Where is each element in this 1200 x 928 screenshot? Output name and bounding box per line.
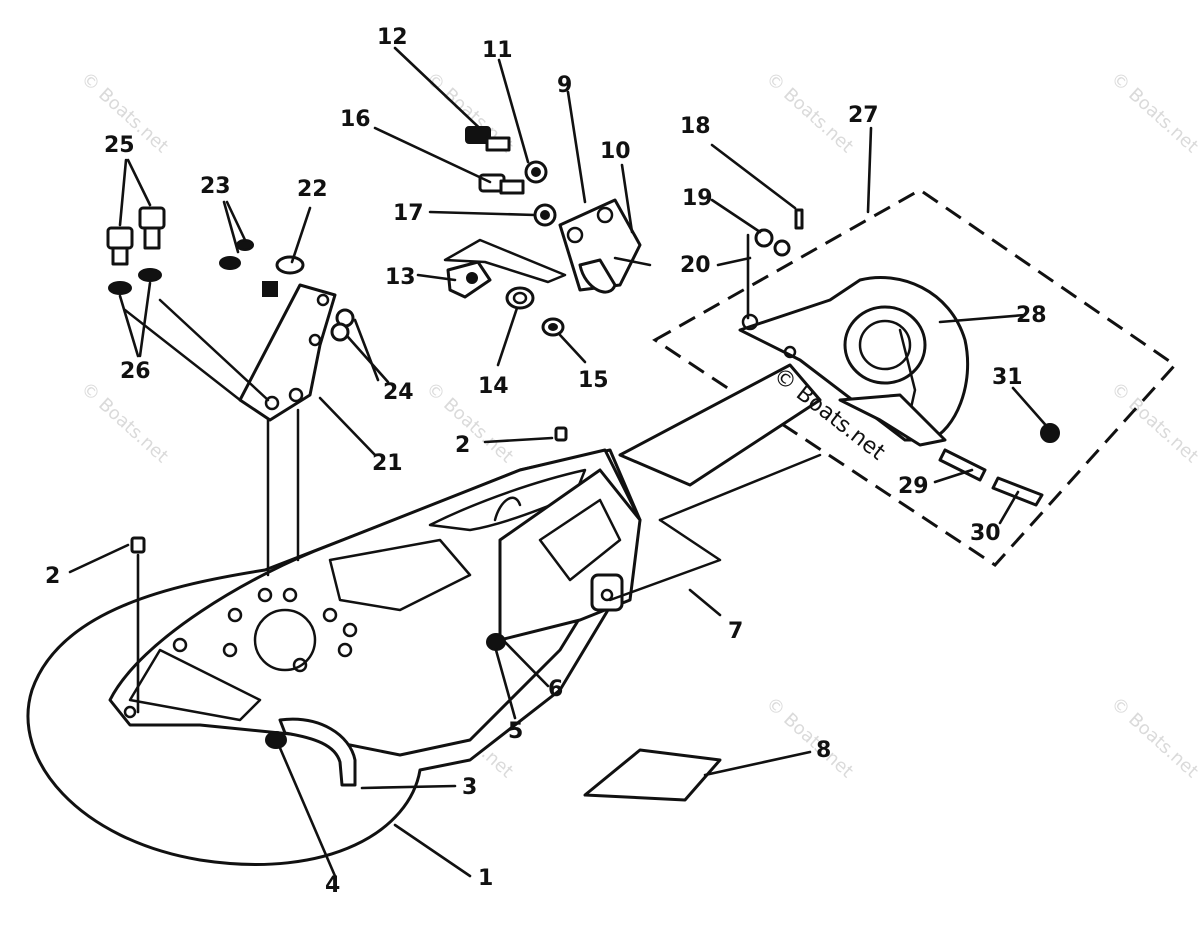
- bushing-spacer-group: [446, 260, 565, 337]
- decal-plate-part: [583, 748, 722, 802]
- callout-2: 2: [45, 564, 60, 589]
- callout-19: 19: [682, 186, 713, 211]
- watermark: © Boats.net: [1107, 693, 1200, 782]
- bracket-part: [123, 283, 337, 577]
- callout-29: 29: [898, 474, 929, 499]
- pin-screw-group: [754, 208, 804, 257]
- callout-28: 28: [1016, 303, 1047, 328]
- callout-5: 5: [508, 719, 523, 744]
- small-hardware-group: [219, 239, 355, 342]
- callout-25: 25: [104, 133, 135, 158]
- callout-14: 14: [478, 374, 509, 399]
- kit-dashed-outline: [652, 188, 1178, 567]
- callout-22: 22: [297, 177, 328, 202]
- callout-4: 4: [325, 873, 340, 898]
- callout-31: 31: [992, 365, 1023, 390]
- exhaust-tube-part: [608, 363, 822, 602]
- callout-17: 17: [393, 201, 424, 226]
- callout-6: 6: [548, 677, 563, 702]
- callout-30: 30: [970, 521, 1001, 546]
- callout-9: 9: [557, 73, 572, 98]
- callout-13: 13: [385, 265, 416, 290]
- callout-26: 26: [120, 359, 151, 384]
- leader-lines: [68, 46, 1052, 878]
- callout-8: 8: [816, 738, 831, 763]
- callout-27: 27: [848, 103, 879, 128]
- callout-3: 3: [462, 775, 477, 800]
- callout-21: 21: [372, 451, 403, 476]
- callout-1: 1: [478, 866, 493, 891]
- callout-12: 12: [377, 25, 408, 50]
- watermark: © Boats.net: [1107, 68, 1200, 157]
- pivot-bracket-part: [443, 198, 652, 294]
- callout-11: 11: [482, 38, 513, 63]
- callout-labels: 1 2 2 3 4 5 6 7 8 9 10 11 12 13 14 15 16…: [45, 25, 1047, 898]
- exhaust-housing-part: [26, 448, 642, 866]
- watermark: © Boats.net: [762, 68, 858, 157]
- callout-23: 23: [200, 174, 231, 199]
- callout-24: 24: [383, 380, 414, 405]
- swivel-housing-part: [738, 276, 970, 447]
- callout-7: 7: [728, 619, 743, 644]
- pins-29-30-group: [938, 423, 1060, 507]
- callout-18: 18: [680, 114, 711, 139]
- callout-15: 15: [578, 368, 609, 393]
- callout-2: 2: [455, 433, 470, 458]
- watermark: © Boats.net: [762, 693, 858, 782]
- watermark: © Boats.net: [1107, 378, 1200, 467]
- bolt-25-group: [106, 206, 166, 295]
- callout-16: 16: [340, 107, 371, 132]
- callout-20: 20: [680, 253, 711, 278]
- watermark: © Boats.net: [77, 378, 173, 467]
- callout-10: 10: [600, 139, 631, 164]
